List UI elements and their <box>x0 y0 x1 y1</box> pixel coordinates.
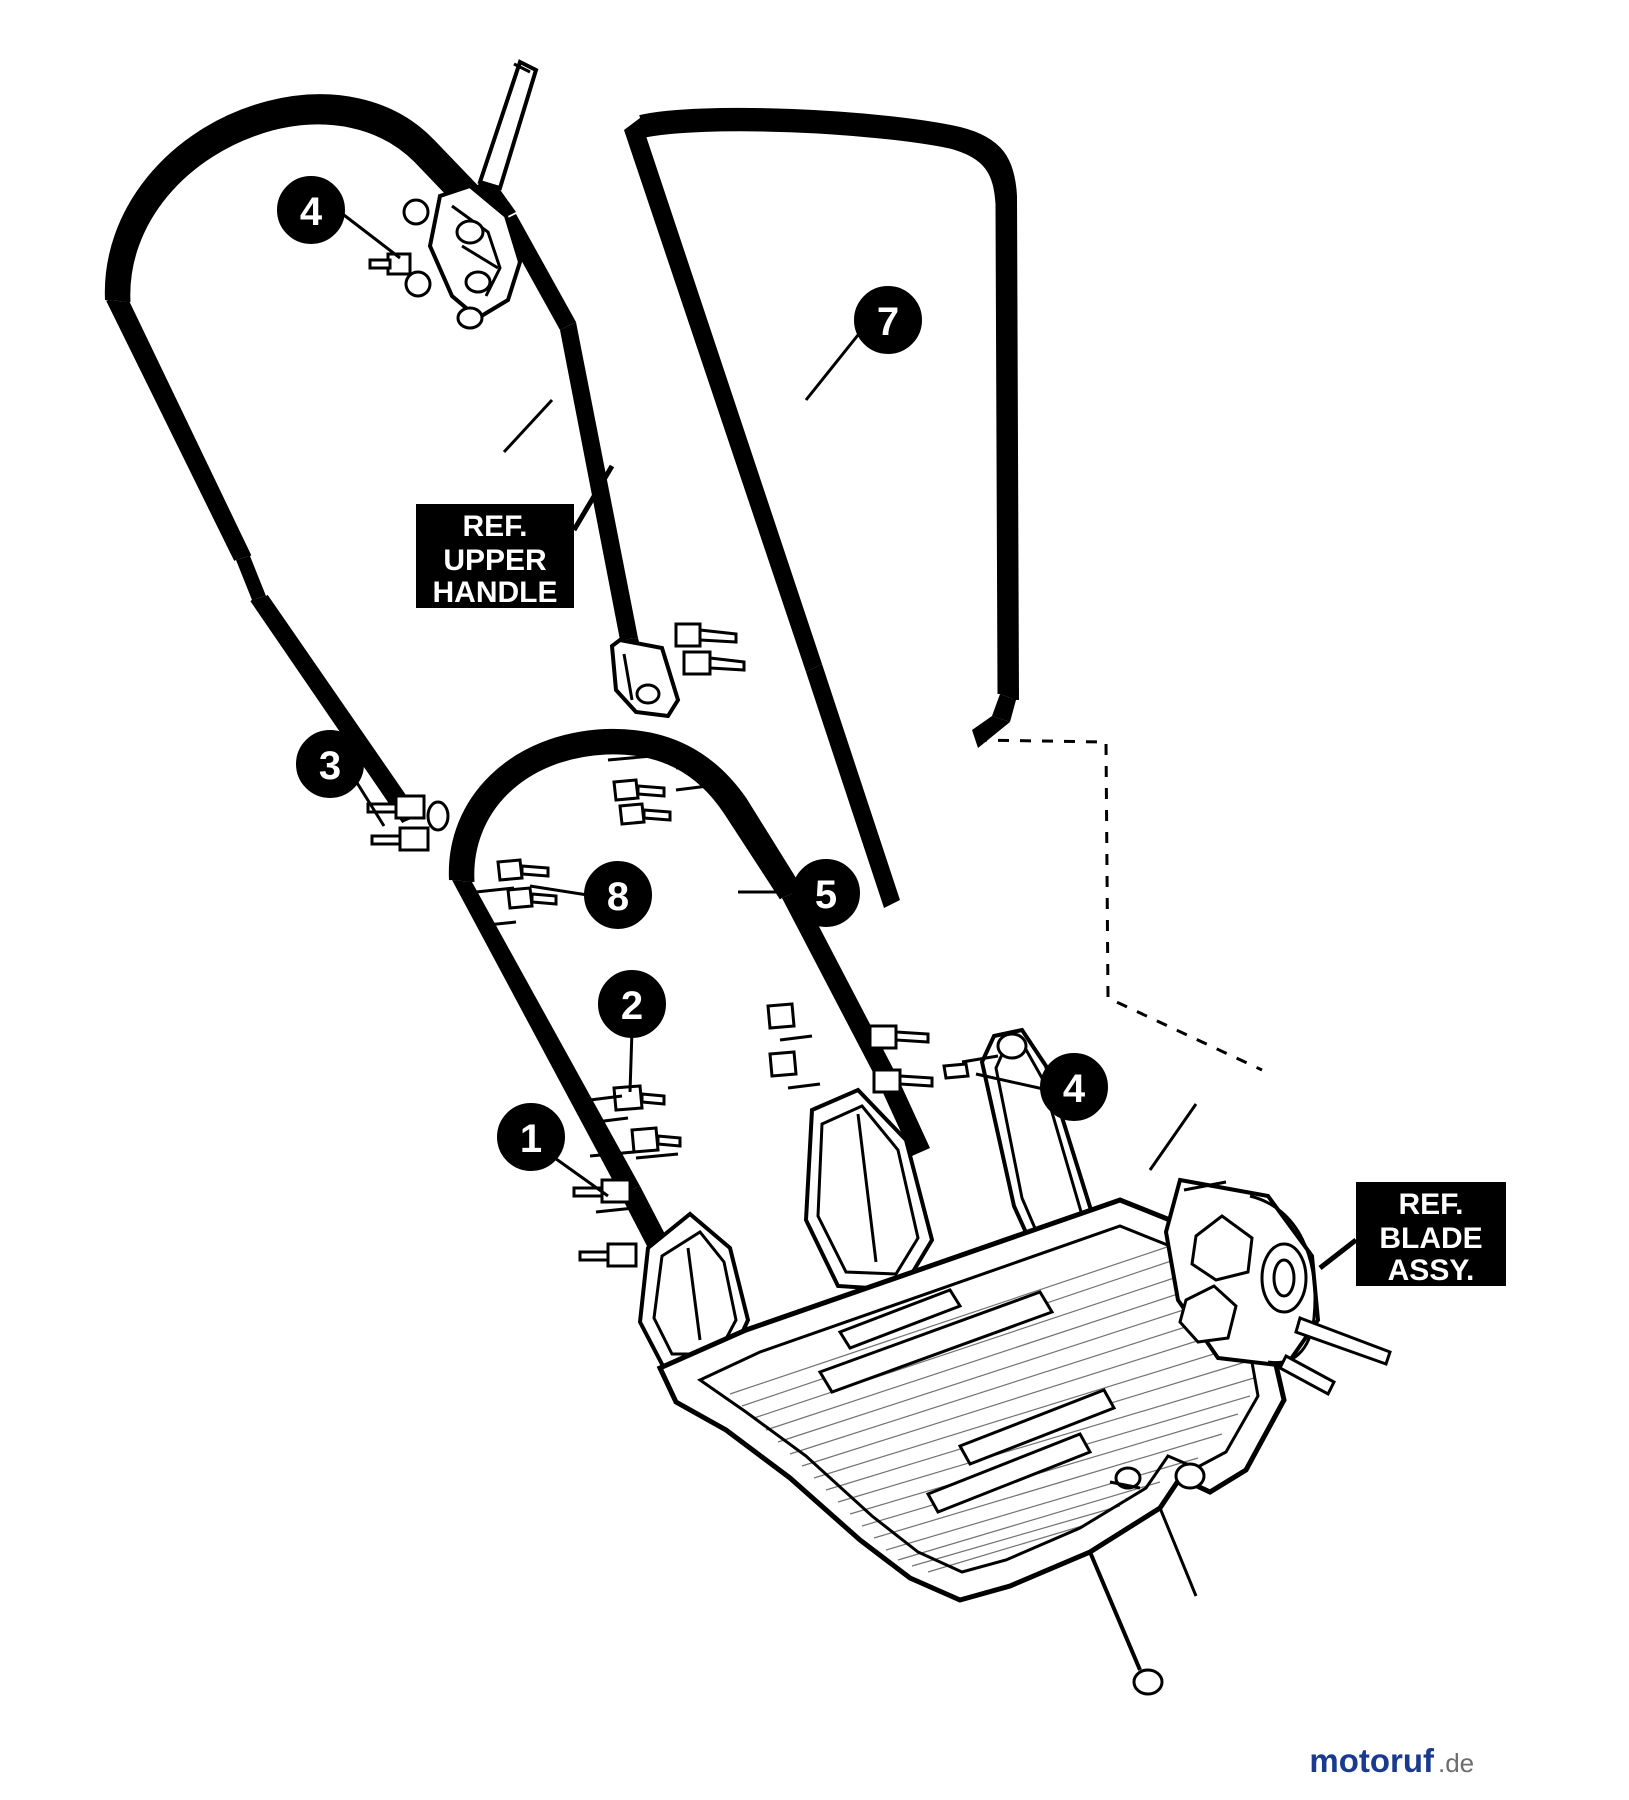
watermark: motoruf .de <box>1309 1742 1474 1779</box>
hardware-group-item2 <box>589 1084 682 1154</box>
callout-bubble[interactable] <box>584 861 652 929</box>
upper-handle-clamp-assembly <box>368 59 539 330</box>
callout-label: 3 <box>319 744 341 788</box>
hardware-bolt-group-upper <box>674 622 746 676</box>
hardware-group-item3 <box>366 794 450 852</box>
leader-ref-upper-handle <box>502 398 554 454</box>
callout-4-bottom[interactable]: 4 <box>1040 1053 1108 1121</box>
callout-2[interactable]: 2 <box>598 970 666 1038</box>
leader-callout-7 <box>804 329 864 401</box>
hardware-group-right-bracket <box>766 1002 934 1094</box>
ref-label-line-3: HANDLE <box>433 576 558 609</box>
ref-label-line-1: REF. <box>1398 1188 1463 1221</box>
callout-7[interactable]: 7 <box>854 286 922 354</box>
callout-4-top[interactable]: 4 <box>277 176 345 244</box>
watermark-main: motoruf <box>1309 1742 1435 1779</box>
leader-ref-blade-assy <box>1318 1238 1358 1270</box>
leader-callout-3 <box>352 777 386 827</box>
ref-label-line-2: BLADE <box>1379 1222 1482 1255</box>
callout-label: 2 <box>621 984 643 1028</box>
ref-label-line-3: ASSY. <box>1388 1254 1475 1287</box>
callout-bubble[interactable] <box>792 859 860 927</box>
callout-label: 8 <box>607 875 629 919</box>
ref-label-box <box>416 504 574 608</box>
ref-label-box <box>1356 1182 1506 1286</box>
callout-8[interactable]: 8 <box>584 861 652 929</box>
ref-blade-assy-label: REF. BLADE ASSY. <box>1356 1182 1506 1287</box>
callout-label: 5 <box>815 873 837 917</box>
callout-label: 1 <box>520 1117 542 1161</box>
callout-1[interactable]: 1 <box>497 1103 565 1171</box>
leader-callout-4-bottom <box>975 1072 1049 1092</box>
leader-callout-2 <box>628 1029 634 1093</box>
ref-upper-handle-label: REF. UPPER HANDLE <box>416 504 574 609</box>
leader-ref-upper-handle-line <box>571 464 615 532</box>
callout-label: 4 <box>1063 1067 1086 1111</box>
leader-callout-4-top <box>339 210 401 260</box>
leader-ref-blade <box>1148 1103 1198 1171</box>
callout-bubble[interactable] <box>598 970 666 1038</box>
ref-label-line-1: REF. <box>462 510 527 543</box>
leader-lines <box>339 210 1198 1198</box>
callout-label: 7 <box>877 300 899 344</box>
hardware-group-item8 <box>475 858 558 928</box>
hardware-group-item1 <box>572 1150 679 1268</box>
leader-callout-8 <box>529 884 595 898</box>
callout-bubble[interactable] <box>497 1103 565 1171</box>
upper-handle-assembly <box>104 94 746 824</box>
watermark-suffix: .de <box>1438 1748 1474 1778</box>
callout-bubble[interactable] <box>854 286 922 354</box>
leader-callout-1 <box>551 1154 609 1198</box>
hardware-bolt-group-clamp <box>368 198 484 330</box>
callout-3[interactable]: 3 <box>296 730 364 798</box>
callout-bubble[interactable] <box>1040 1053 1108 1121</box>
callout-bubble[interactable] <box>277 176 345 244</box>
hardware-group-top-lower-handle <box>607 754 715 826</box>
callout-label: 4 <box>300 190 323 234</box>
control-bail-bar-item7 <box>624 107 1263 1072</box>
ref-label-line-2: UPPER <box>443 544 547 577</box>
callout-5[interactable]: 5 <box>792 859 860 927</box>
callout-bubble[interactable] <box>296 730 364 798</box>
mower-deck-assembly <box>637 1027 1392 1696</box>
